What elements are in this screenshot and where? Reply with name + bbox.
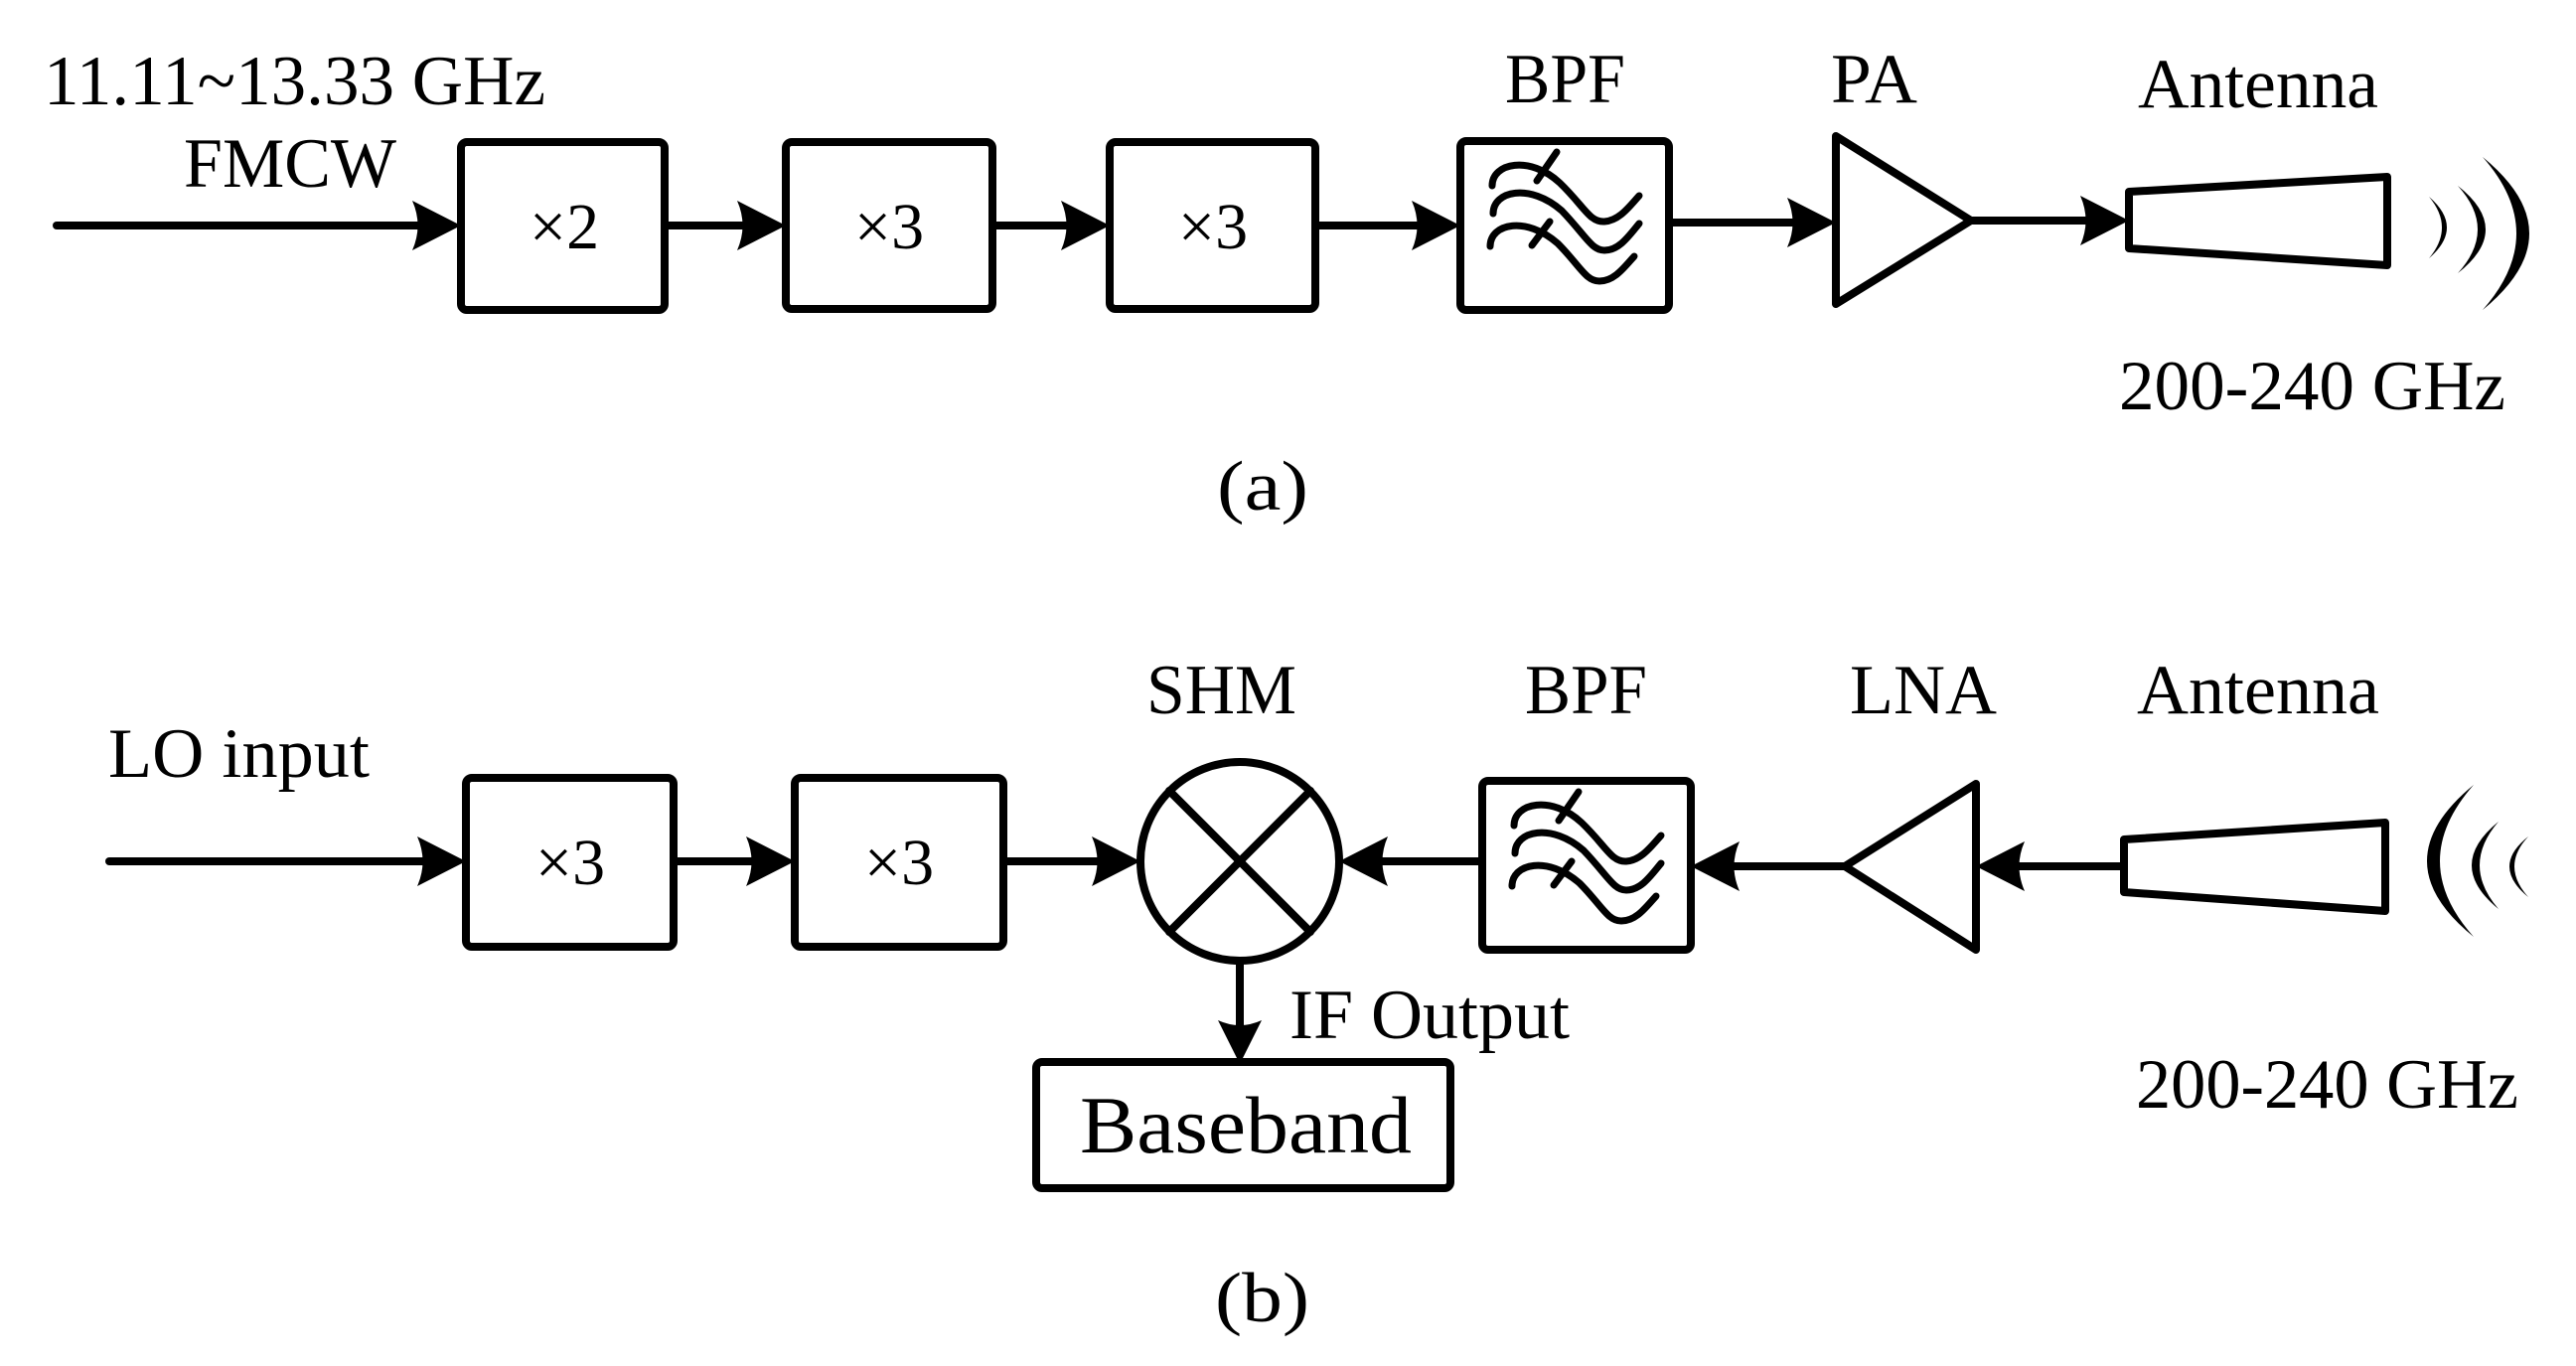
wave-arc-small — [2509, 836, 2528, 897]
lna-label: LNA — [1850, 652, 1997, 729]
fmcw-label: FMCW — [184, 125, 396, 203]
arrow-head-icon — [1976, 841, 2025, 891]
arrow-head-icon — [1092, 836, 1140, 886]
wave-arc-large — [2483, 157, 2529, 310]
arrow-head-icon — [1061, 201, 1110, 250]
tx-output-frequency-label: 200-240 GHz — [2119, 348, 2505, 425]
rx-multiplier-x3-a-label: ×3 — [535, 827, 605, 899]
wave-arc-small — [2429, 197, 2447, 258]
rx-bandpass-filter — [1478, 777, 1695, 954]
rx-multiplier-x3-a: ×3 — [462, 774, 678, 951]
baseband-label: Baseband — [1080, 1080, 1412, 1170]
tx-pa-label: PA — [1831, 41, 1917, 118]
arrow-head-icon — [417, 836, 466, 886]
shm-label: SHM — [1146, 652, 1296, 729]
panel-b-receiver: LO input ×3 ×3 SHM BPF — [105, 652, 2528, 1337]
rx-multiplier-x3-b: ×3 — [791, 774, 1007, 951]
rx-incoming-waves-icon — [2427, 785, 2528, 937]
power-amplifier-icon — [1832, 132, 1975, 308]
arrow-head-icon — [1691, 841, 1740, 891]
tx-horn-antenna-icon — [2125, 173, 2391, 269]
tx-bpf-label: BPF — [1505, 41, 1625, 118]
rx-antenna-label: Antenna — [2137, 652, 2379, 729]
input-frequency-label: 11.11~13.33 GHz — [44, 43, 545, 120]
caption-a: (a) — [1217, 448, 1308, 526]
baseband-block: Baseband — [1032, 1058, 1454, 1192]
tx-multiplier-x3-a: ×3 — [782, 138, 996, 313]
tx-multiplier-x3-b: ×3 — [1106, 138, 1319, 313]
tx-bandpass-filter — [1456, 137, 1673, 314]
rx-bpf-label: BPF — [1525, 652, 1647, 729]
low-noise-amplifier-icon — [1841, 780, 1980, 954]
tx-multiplier-x3-a-label: ×3 — [854, 191, 924, 263]
arrow-head-icon — [1218, 1020, 1262, 1064]
wave-arc-large — [2427, 785, 2474, 937]
rx-input-frequency-label: 200-240 GHz — [2136, 1046, 2518, 1124]
arrow-head-icon — [412, 201, 461, 250]
arrow-head-icon — [1412, 201, 1460, 250]
tx-multiplier-x3-b-label: ×3 — [1178, 191, 1248, 263]
wave-arc-medium — [2472, 822, 2499, 909]
arrow-head-icon — [746, 836, 795, 886]
arrow-head-icon — [737, 201, 786, 250]
tx-multiplier-x2: ×2 — [457, 138, 669, 314]
arrow-head-icon — [2080, 196, 2129, 245]
arrow-head-icon — [1787, 198, 1836, 247]
tx-antenna-label: Antenna — [2138, 46, 2378, 123]
tx-radiation-waves-icon — [2429, 157, 2529, 310]
tx-multiplier-x2-label: ×2 — [530, 191, 599, 263]
rx-multiplier-x3-b-label: ×3 — [864, 827, 934, 899]
subharmonic-mixer-icon — [1136, 758, 1343, 965]
panel-a-transmitter: 11.11~13.33 GHz FMCW ×2 ×3 ×3 BPF — [44, 41, 2529, 526]
rx-horn-antenna-icon — [2120, 819, 2389, 915]
arrow-head-icon — [1339, 836, 1388, 886]
caption-b: (b) — [1215, 1260, 1309, 1337]
wave-arc-medium — [2458, 186, 2486, 273]
lo-input-label: LO input — [108, 715, 370, 793]
if-output-label: IF Output — [1289, 977, 1570, 1054]
